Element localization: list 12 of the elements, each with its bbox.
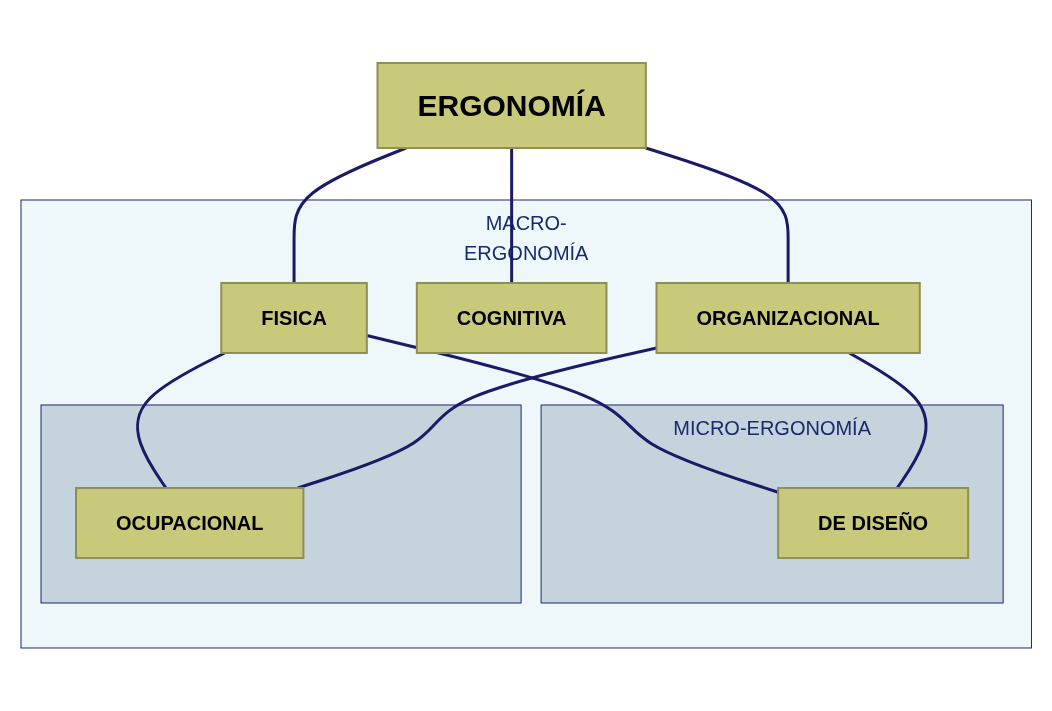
- node-box: COGNITIVA: [415, 282, 608, 354]
- node-box: OCUPACIONAL: [74, 487, 305, 559]
- connector: [509, 148, 513, 283]
- node-box: ERGONOMÍA: [376, 62, 647, 149]
- node-box: FISICA: [220, 282, 368, 354]
- connector: [645, 146, 790, 283]
- node-box: ORGANIZACIONAL: [655, 282, 921, 354]
- node-box: DE DISEÑO: [776, 487, 969, 559]
- connector: [135, 351, 226, 489]
- cluster: [40, 404, 522, 604]
- connector: [848, 351, 928, 489]
- connector: [297, 346, 657, 490]
